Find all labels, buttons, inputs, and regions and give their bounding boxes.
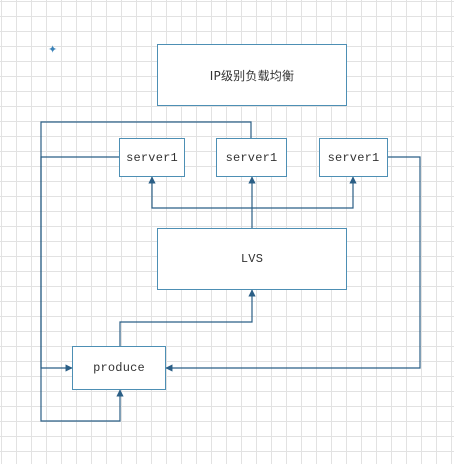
title-box-label: IP级别负载均衡 (209, 68, 295, 83)
crosshair-icon: ✦ (48, 43, 58, 56)
server-box-3-label: server1 (327, 150, 380, 165)
title-box[interactable]: IP级别负载均衡 (157, 44, 347, 106)
server-2-to-produce-line (40, 121, 252, 422)
lvs-to-server-3-line (252, 176, 357, 209)
lvs-box[interactable]: LVS (157, 228, 347, 290)
lvs-to-server-1-line (148, 176, 252, 209)
server-1-to-produce-line (40, 156, 120, 372)
produce-to-lvs-line (119, 289, 256, 346)
server-box-2[interactable]: server1 (216, 138, 287, 177)
server-box-2-label: server1 (225, 150, 278, 165)
server-3-to-produce-line (165, 156, 421, 372)
server-box-3[interactable]: server1 (319, 138, 388, 177)
produce-box-label: produce (93, 361, 145, 375)
server-box-1-label: server1 (126, 150, 178, 165)
produce-box[interactable]: produce (72, 346, 166, 390)
server-box-1[interactable]: server1 (119, 138, 185, 177)
lvs-box-label: LVS (240, 252, 264, 266)
